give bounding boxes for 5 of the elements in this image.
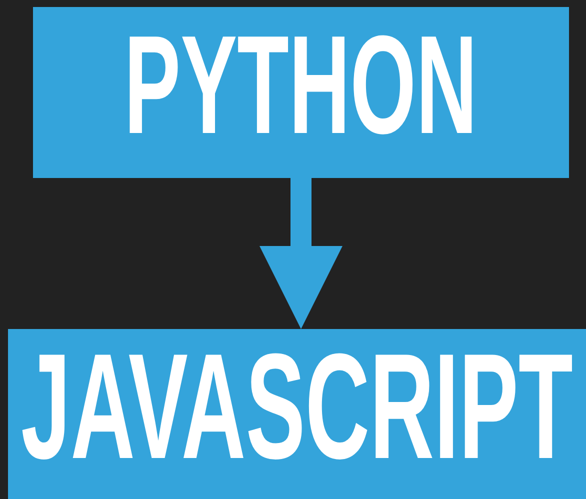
arrow (260, 178, 342, 329)
box-label: PYTHON (124, 14, 478, 154)
process-box (33, 7, 569, 178)
process-box (8, 329, 586, 499)
box-label: JAVASCRIPT (21, 331, 573, 481)
